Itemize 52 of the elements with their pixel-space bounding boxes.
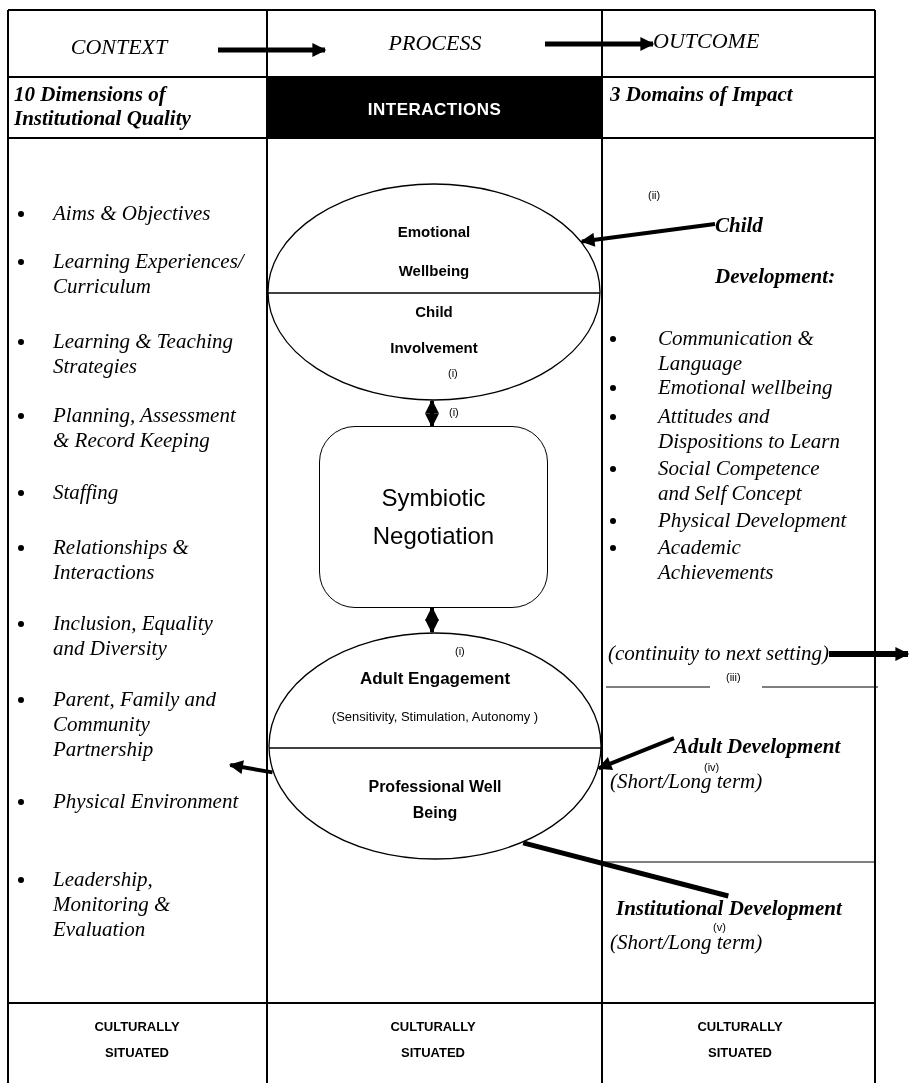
list-item: Physical Development [658,508,848,533]
list-item: Attitudes and Dispositions to Learn [658,404,842,454]
list-item: Staffing [53,480,120,505]
arrow [218,43,327,57]
list-item: Learning & Teaching Strategies [53,329,235,379]
ellipse-text: Child Involvement [389,302,479,358]
footer-label: CULTURALLY SITUATED [389,1018,477,1062]
arrow [829,647,910,661]
list-item: Learning Experiences/ Curriculum [53,249,246,299]
list-item: Leadership, Monitoring & Evaluation [53,867,172,942]
outcome-heading: Institutional Development [616,896,868,922]
section-header: INTERACTIONS [267,77,602,138]
arrow [228,760,273,775]
arrow [580,222,716,247]
annotation-label: (i) [448,367,458,380]
list-item: Emotional wellbeing [658,375,834,400]
arrow [425,399,439,428]
list-item: Physical Environment [53,789,240,814]
process-box [319,426,548,608]
ellipse-text: Emotional Wellbeing [396,222,472,281]
outcome-heading: Adult Development [674,734,870,760]
annotation-label: (iii) [726,671,741,684]
split-ellipse [267,183,601,401]
arrow [425,606,439,634]
column-subheading: 3 Domains of Impact [610,82,794,106]
ellipse-text: Adult Engagement [358,668,512,690]
annotation-label: (i) [449,406,459,419]
arrow [597,736,675,771]
column-heading: OUTCOME [653,28,803,56]
list-item: Relationships & Interactions [53,535,190,585]
column-heading: CONTEXT [20,34,218,62]
box-text: Symbiotic Negotiation [371,483,496,551]
footer-label: CULTURALLY SITUATED [93,1018,181,1062]
list-item: Academic Achievements [658,535,775,585]
list-item: Parent, Family and Community Partnership [53,687,238,765]
ellipse-text: Professional Well Being [367,777,503,823]
arrow [545,37,655,51]
list-item: Inclusion, Equality and Diversity [53,611,214,661]
split-ellipse [268,632,602,860]
list-item: Planning, Assessment & Record Keeping [53,403,238,453]
outcome-heading: Child Development: [715,200,865,300]
column-heading: PROCESS [325,30,545,58]
list-item: Aims & Objectives [53,201,212,226]
list-item: Social Competence and Self Concept [658,456,821,506]
footer-label: CULTURALLY SITUATED [696,1018,784,1062]
column-subheading: 10 Dimensions of Institutional Quality [14,82,192,130]
connector-line [522,840,729,899]
annotation-label: (ii) [648,189,661,202]
ellipse-text: (Sensitivity, Stimulation, Autonomy ) [330,708,540,726]
annotation-label: (i) [455,645,465,658]
list-item: Communication & Language [658,326,815,376]
continuity-note: (continuity to next setting) [608,641,830,667]
